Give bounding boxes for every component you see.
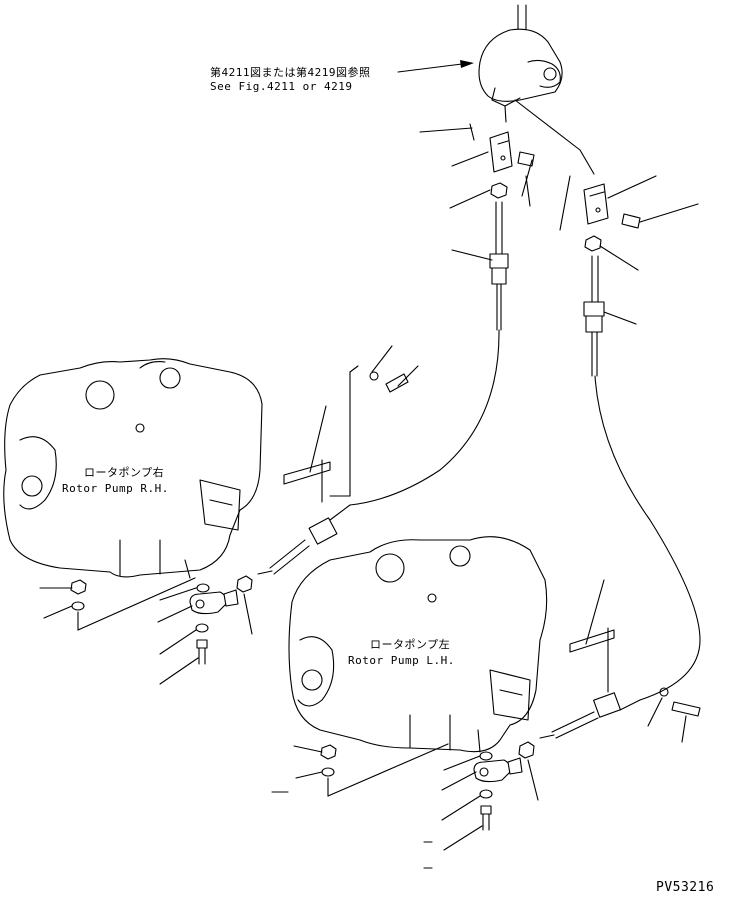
reference-arrowhead-icon: [460, 60, 474, 68]
drawing-number: PV53216: [656, 880, 715, 895]
rotor-pump-lh-label-en: Rotor Pump L.H.: [348, 654, 455, 667]
callout-leader-lines: [39, 127, 699, 869]
linkage-parts-lh: [320, 741, 535, 831]
linkage-parts-rh: [70, 575, 253, 665]
rotor-pump-lh-drawing: [288, 536, 548, 753]
reference-label-en: See Fig.4211 or 4219: [210, 80, 353, 93]
reference-arrow-line: [397, 63, 463, 73]
cable-end-rh-pump: [257, 365, 409, 575]
rotor-pump-lh-label-jp: ロータポンプ左: [370, 638, 451, 651]
rotor-pump-rh-label-en: Rotor Pump R.H.: [62, 482, 169, 495]
left-cable-upper-parts: [469, 123, 535, 331]
rotor-pump-rh-label-jp: ロータポンプ右: [84, 466, 165, 479]
left-control-cable: [349, 329, 500, 506]
right-cable-upper-parts: [559, 175, 641, 377]
control-valve-assembly: [478, 4, 595, 175]
right-control-cable: [594, 375, 701, 701]
reference-label-jp: 第4211図または第4219図参照: [210, 66, 371, 79]
cable-end-lh-pump: [539, 627, 701, 739]
rotor-pump-rh-drawing: [3, 358, 263, 579]
